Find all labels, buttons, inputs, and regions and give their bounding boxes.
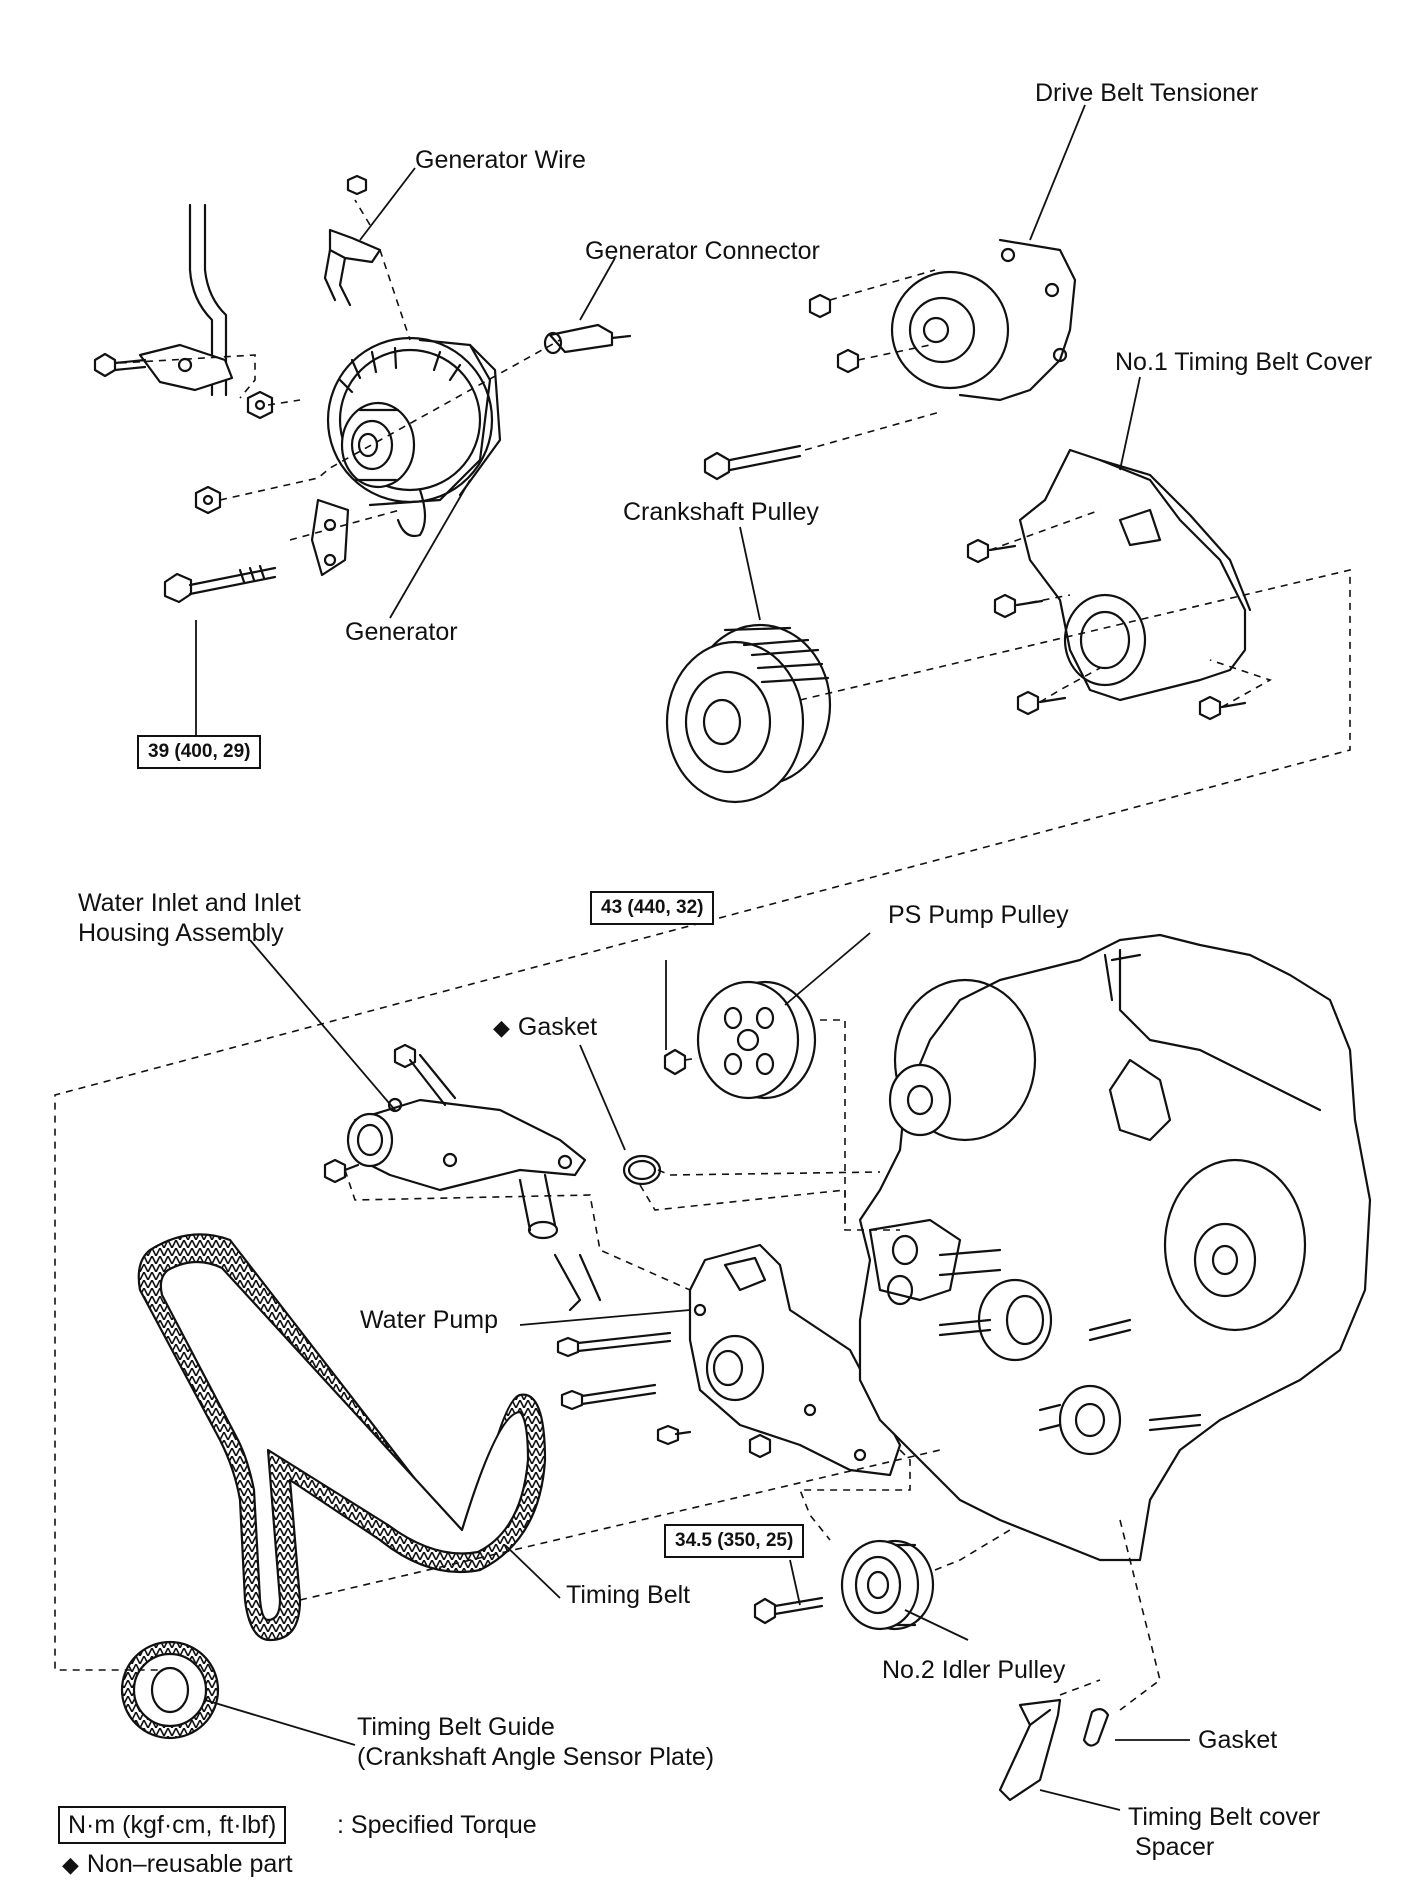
label-generator: Generator xyxy=(345,618,458,646)
label-timing-belt-guide-line2: (Crankshaft Angle Sensor Plate) xyxy=(357,1743,715,1771)
timing-belt-guide-part xyxy=(120,1640,220,1740)
label-no1-timing-belt-cover: No.1 Timing Belt Cover xyxy=(1115,348,1373,376)
generator-part xyxy=(93,174,632,604)
label-gasket-top: ◆ Gasket xyxy=(493,1012,597,1043)
gasket-bottom-part xyxy=(1082,1708,1110,1747)
legend-unit-box: N·m (kgf·cm, ft·lbf) xyxy=(58,1806,287,1844)
legend-unit-description: : Specified Torque xyxy=(337,1811,537,1839)
non-reusable-symbol: ◆ xyxy=(493,1015,510,1040)
label-timing-belt-cover-spacer-line2: Spacer xyxy=(1135,1833,1215,1861)
label-timing-belt-cover-spacer-line1: Timing Belt cover xyxy=(1128,1803,1321,1831)
water-pump-part xyxy=(556,1243,902,1477)
label-ps-pump-pulley: PS Pump Pulley xyxy=(888,901,1069,929)
torque-idler-bolt: 34.5 (350, 25) xyxy=(664,1524,805,1558)
label-water-inlet-line2: Housing Assembly xyxy=(78,919,284,947)
label-drive-belt-tensioner: Drive Belt Tensioner xyxy=(1035,79,1259,107)
label-timing-belt-guide-line1: Timing Belt Guide xyxy=(357,1713,555,1741)
ps-pump-pulley-part xyxy=(663,980,817,1100)
assembly-guide-lines xyxy=(54,199,1351,1711)
label-generator-wire: Generator Wire xyxy=(415,146,586,174)
label-water-inlet-line1: Water Inlet and Inlet xyxy=(78,889,301,917)
torque-generator-bolt: 39 (400, 29) xyxy=(137,735,262,769)
legend-non-reusable: ◆ Non–reusable part xyxy=(62,1849,293,1880)
engine-block xyxy=(858,933,1372,1562)
label-crankshaft-pulley: Crankshaft Pulley xyxy=(623,498,819,526)
timing-belt-part xyxy=(137,1233,547,1642)
label-gasket-bottom: Gasket xyxy=(1198,1726,1278,1754)
no2-idler-pulley-part xyxy=(753,1539,935,1631)
timing-belt-cover-spacer-part xyxy=(998,1698,1062,1802)
gasket-top-text: Gasket xyxy=(517,1013,598,1041)
legend-non-reusable-text: Non–reusable part xyxy=(86,1850,293,1878)
legend-diamond-symbol: ◆ xyxy=(62,1852,79,1877)
leader-lines xyxy=(195,104,1190,1811)
drive-belt-tensioner-part xyxy=(703,238,1077,481)
crankshaft-pulley-part xyxy=(665,623,832,804)
no1-timing-belt-cover-part xyxy=(966,448,1252,721)
label-timing-belt: Timing Belt xyxy=(566,1581,691,1609)
water-inlet-housing-part xyxy=(323,1043,662,1312)
torque-ps-pump-nut: 43 (440, 32) xyxy=(590,891,715,925)
label-generator-connector: Generator Connector xyxy=(585,237,820,265)
label-water-pump: Water Pump xyxy=(360,1306,499,1334)
label-no2-idler-pulley: No.2 Idler Pulley xyxy=(882,1656,1066,1684)
